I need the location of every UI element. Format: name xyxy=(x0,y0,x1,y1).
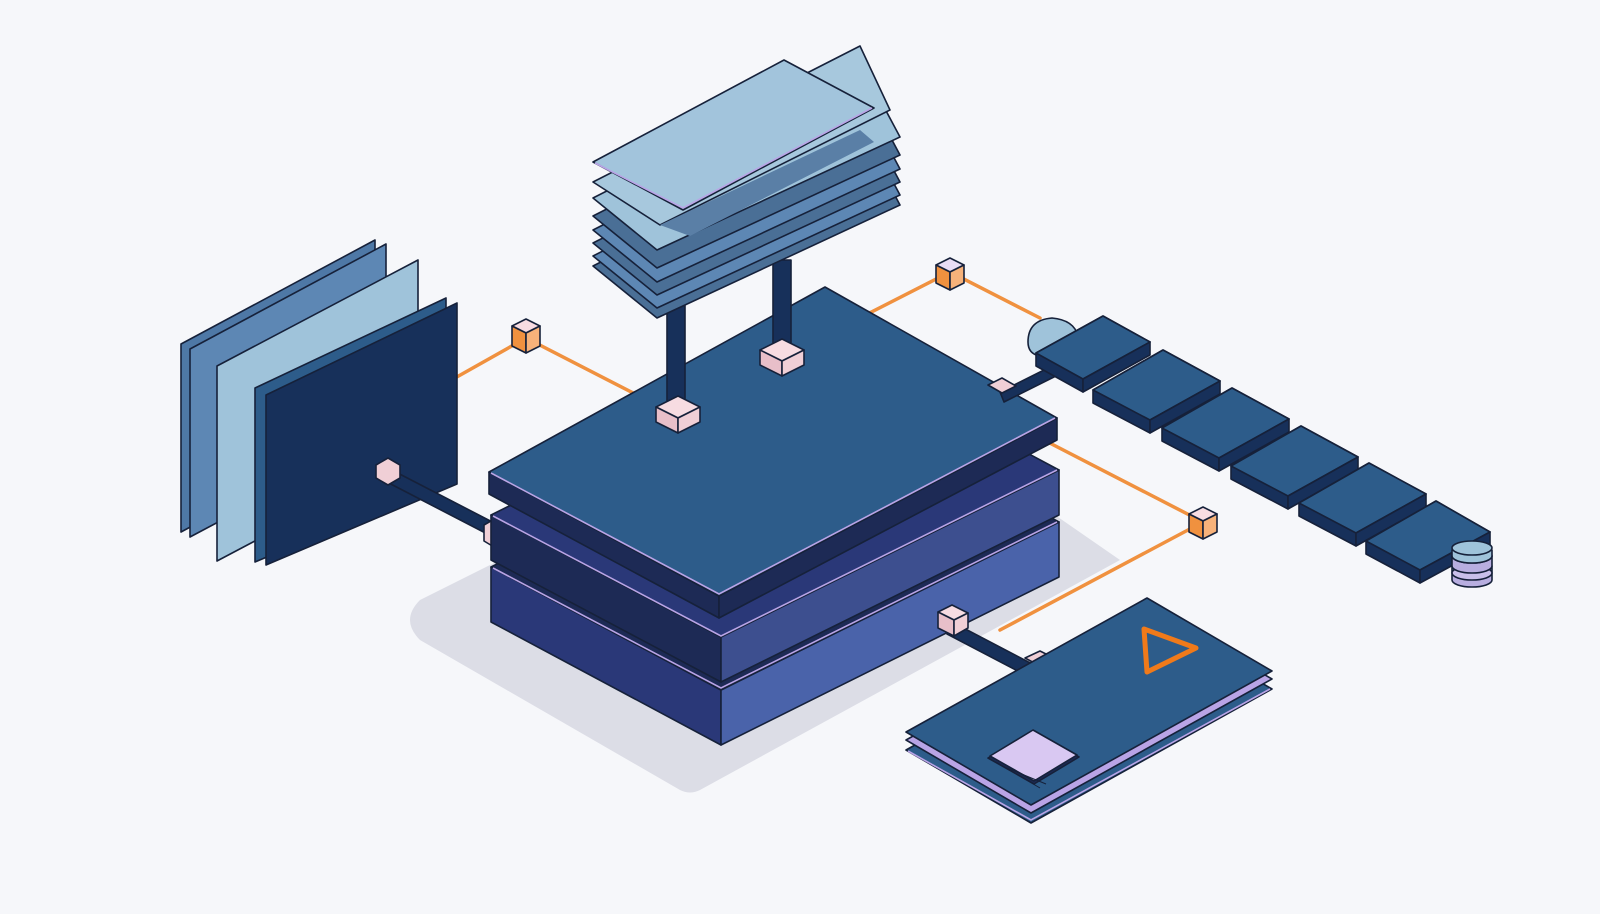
chip-icon xyxy=(987,729,1080,789)
connector-cube-hub xyxy=(655,395,701,434)
left-panel-front xyxy=(265,302,458,566)
pillar-left xyxy=(666,299,686,413)
wire-node-top-right xyxy=(935,257,965,291)
right-tile-chain xyxy=(987,315,1493,588)
play-triangle-icon xyxy=(1141,626,1199,675)
wire-node-right xyxy=(1188,506,1218,540)
wire-node-left xyxy=(511,318,541,354)
connector-cube-pillar xyxy=(759,338,805,377)
left-panel-stack xyxy=(180,239,458,566)
support-pillars xyxy=(655,259,805,434)
tile-1 xyxy=(1035,315,1151,393)
wire-right-node-to-device xyxy=(998,520,1205,632)
connector-left-panel xyxy=(375,457,401,486)
tile-4 xyxy=(1230,425,1359,510)
tile-5 xyxy=(1298,462,1427,547)
tile-3 xyxy=(1161,387,1290,472)
connector-cube-device xyxy=(937,604,969,637)
device-board xyxy=(905,597,1273,824)
tile-2 xyxy=(1092,349,1221,434)
top-sheet-inner xyxy=(660,130,874,236)
platform-top-surface xyxy=(488,286,1058,597)
wire-platform-to-right-node xyxy=(1038,436,1205,524)
connector-platform-right xyxy=(987,377,1017,394)
top-sheet-stack xyxy=(592,45,901,319)
database-icon xyxy=(1451,540,1493,588)
top-sheet-front xyxy=(592,59,875,211)
central-platform xyxy=(488,286,1060,746)
